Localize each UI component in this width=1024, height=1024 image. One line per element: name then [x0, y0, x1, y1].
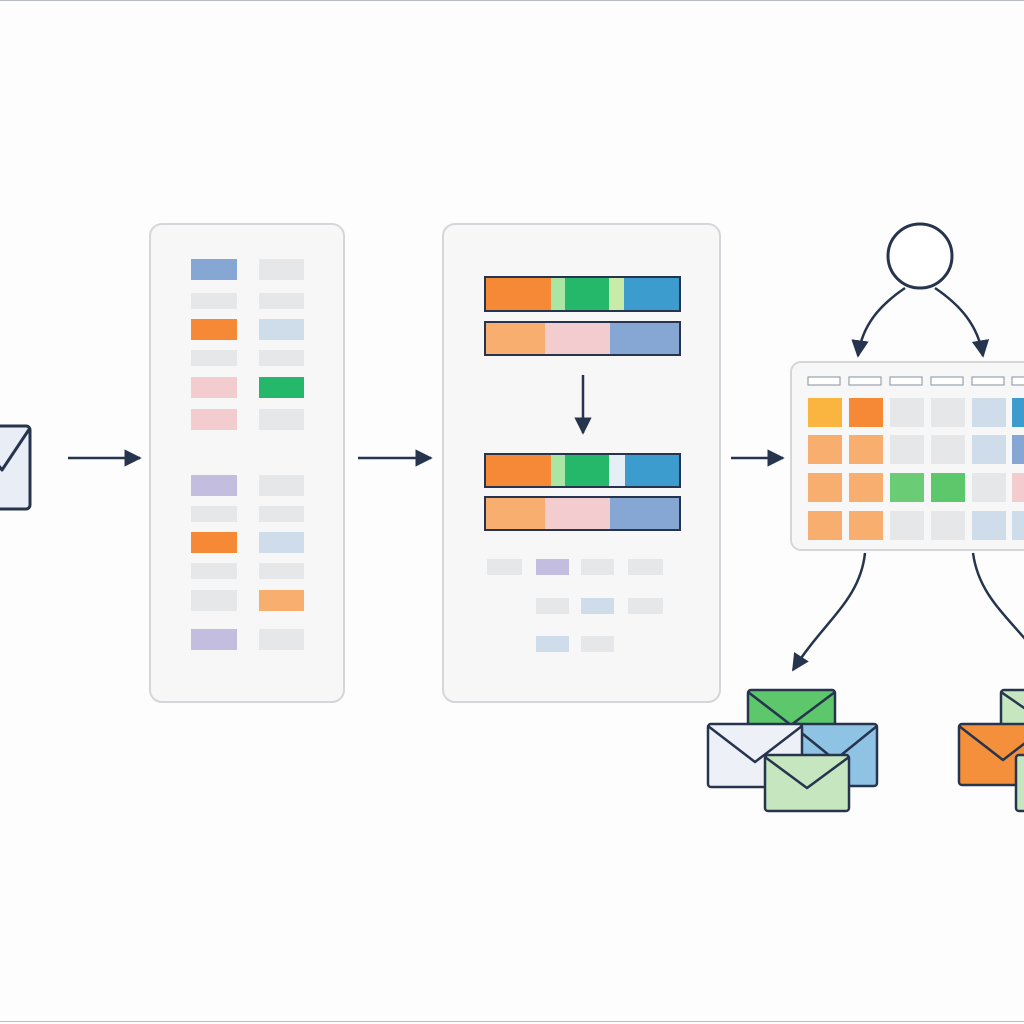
matrix-cell: [972, 398, 1006, 427]
matrix-cell: [849, 398, 883, 427]
token-cell: [581, 636, 614, 652]
matrix-cell: [890, 511, 924, 540]
feature-chip: [259, 409, 304, 430]
matrix-cell: [849, 511, 883, 540]
matrix-cell: [972, 511, 1006, 540]
matrix-cell: [890, 435, 924, 464]
matrix-cell: [1012, 511, 1024, 540]
feature-transform-panel: [442, 223, 721, 703]
feature-chip: [191, 506, 237, 522]
feature-chip: [191, 350, 237, 366]
feature-bar-top-1: [484, 276, 681, 312]
output-arrow-right: [971, 552, 1024, 640]
feature-chip: [191, 563, 237, 579]
feature-chip: [259, 506, 304, 522]
user-arrow-left: [851, 286, 906, 358]
matrix-header-cell: [889, 376, 923, 386]
token-cell: [628, 559, 663, 575]
matrix-cell: [931, 398, 965, 427]
frame-top-border: [0, 0, 1024, 1]
token-cell: [487, 559, 522, 575]
token-cell: [581, 598, 614, 614]
token-cell: [536, 559, 569, 575]
feature-chip: [259, 475, 304, 496]
feature-chip: [191, 409, 237, 430]
feature-list-panel: [149, 223, 345, 703]
feature-bar-bottom-1: [484, 453, 681, 488]
email-group-right: [957, 688, 1024, 813]
feature-chip: [259, 350, 304, 366]
envelope-orange-icon: [957, 722, 1024, 787]
matrix-header-cell: [848, 376, 882, 386]
feature-chip: [259, 563, 304, 579]
feature-chip: [259, 629, 304, 650]
feature-chip: [259, 532, 304, 553]
token-cell: [581, 559, 614, 575]
feature-bar-top-2: [484, 321, 681, 356]
matrix-cell: [1012, 473, 1024, 502]
feature-chip: [259, 293, 304, 309]
token-cell: [536, 598, 569, 614]
feature-chip: [191, 293, 237, 309]
feature-chip: [191, 629, 237, 650]
matrix-cell: [808, 511, 842, 540]
frame-bottom-border: [0, 1021, 1024, 1022]
matrix-cell: [931, 511, 965, 540]
envelope-light-green-icon: [999, 688, 1024, 732]
feature-chip: [191, 532, 237, 553]
token-cell: [628, 598, 663, 614]
matrix-cell: [1012, 435, 1024, 464]
matrix-header-cell: [971, 376, 1005, 386]
feature-chip: [259, 377, 304, 398]
incoming-envelope-icon: [0, 424, 32, 511]
envelope-pale-green-icon: [1014, 753, 1024, 813]
feature-chip: [259, 259, 304, 280]
matrix-cell: [849, 473, 883, 502]
matrix-cell: [890, 398, 924, 427]
output-arrow-left: [791, 552, 867, 672]
matrix-cell: [972, 435, 1006, 464]
matrix-cell: [808, 435, 842, 464]
matrix-header-cell: [1011, 376, 1024, 386]
matrix-cell: [931, 473, 965, 502]
matrix-cell: [890, 473, 924, 502]
feature-chip: [191, 319, 237, 340]
matrix-header-cell: [807, 376, 841, 386]
envelope-light-green-icon: [763, 753, 851, 813]
feature-chip: [191, 259, 237, 280]
feature-bar-bottom-2: [484, 496, 681, 531]
user-icon: [886, 222, 954, 290]
feature-chip: [191, 590, 237, 611]
matrix-header-cell: [930, 376, 964, 386]
matrix-cell: [1012, 398, 1024, 427]
feature-chip: [191, 377, 237, 398]
feature-chip: [259, 319, 304, 340]
email-group-left: [706, 688, 879, 813]
feature-chip: [191, 475, 237, 496]
matrix-cell: [931, 435, 965, 464]
matrix-cell: [808, 398, 842, 427]
token-cell: [536, 636, 569, 652]
matrix-cell: [808, 473, 842, 502]
classification-matrix: [790, 361, 1024, 551]
user-arrow-right: [934, 286, 990, 358]
feature-chip: [259, 590, 304, 611]
matrix-cell: [849, 435, 883, 464]
matrix-cell: [972, 473, 1006, 502]
